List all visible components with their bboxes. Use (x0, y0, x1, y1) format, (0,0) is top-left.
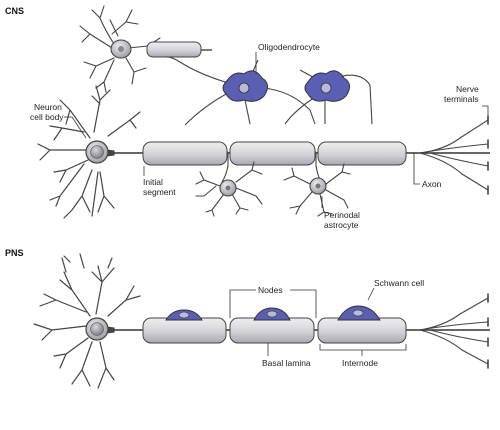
pns-heading: PNS (5, 248, 24, 258)
cns-small-internode (146, 41, 212, 58)
label-perinodal-astrocyte-1: Perinodal (324, 210, 360, 220)
perinodal-astrocytes (195, 151, 351, 217)
cns-internode (142, 141, 228, 166)
pns-internode (229, 317, 315, 344)
label-initial-segment-1: Initial (143, 177, 163, 187)
cns-panel: CNS (5, 5, 490, 230)
oligodendrocyte-cells (222, 70, 350, 102)
cns-myelin-internodes (142, 141, 407, 166)
label-internode: Internode (342, 358, 378, 368)
pns-panel: PNS (5, 248, 490, 389)
label-schwann-cell: Schwann cell (374, 278, 424, 288)
cns-main-neuron (37, 85, 141, 219)
cns-nerve-terminals (419, 115, 489, 195)
label-neuron-cell-body-2: cell body (30, 112, 64, 122)
pns-internode (317, 317, 407, 344)
pns-annotations (229, 287, 407, 356)
cns-annotations: Oligodendrocyte Nerve terminals Neuron c… (30, 42, 489, 230)
label-axon: Axon (422, 179, 442, 189)
pns-myelin-internodes (142, 317, 407, 344)
label-initial-segment-2: segment (143, 187, 176, 197)
label-nerve-terminals-1: Nerve (456, 84, 479, 94)
cns-internode (317, 141, 407, 166)
label-neuron-cell-body-1: Neuron (34, 102, 62, 112)
pns-nerve-terminals (419, 293, 489, 369)
label-nerve-terminals-2: terminals (444, 94, 478, 104)
label-perinodal-astrocyte-2: astrocyte (324, 220, 359, 230)
schwann-cells (165, 305, 381, 321)
cns-upper-neuron (79, 5, 161, 93)
cns-heading: CNS (5, 6, 24, 16)
pns-main-neuron (33, 253, 141, 389)
label-basal-lamina: Basal lamina (262, 358, 311, 368)
label-oligodendrocyte: Oligodendrocyte (258, 42, 320, 52)
label-nodes: Nodes (258, 285, 283, 295)
cns-internode (229, 141, 316, 166)
pns-internode (142, 317, 227, 344)
